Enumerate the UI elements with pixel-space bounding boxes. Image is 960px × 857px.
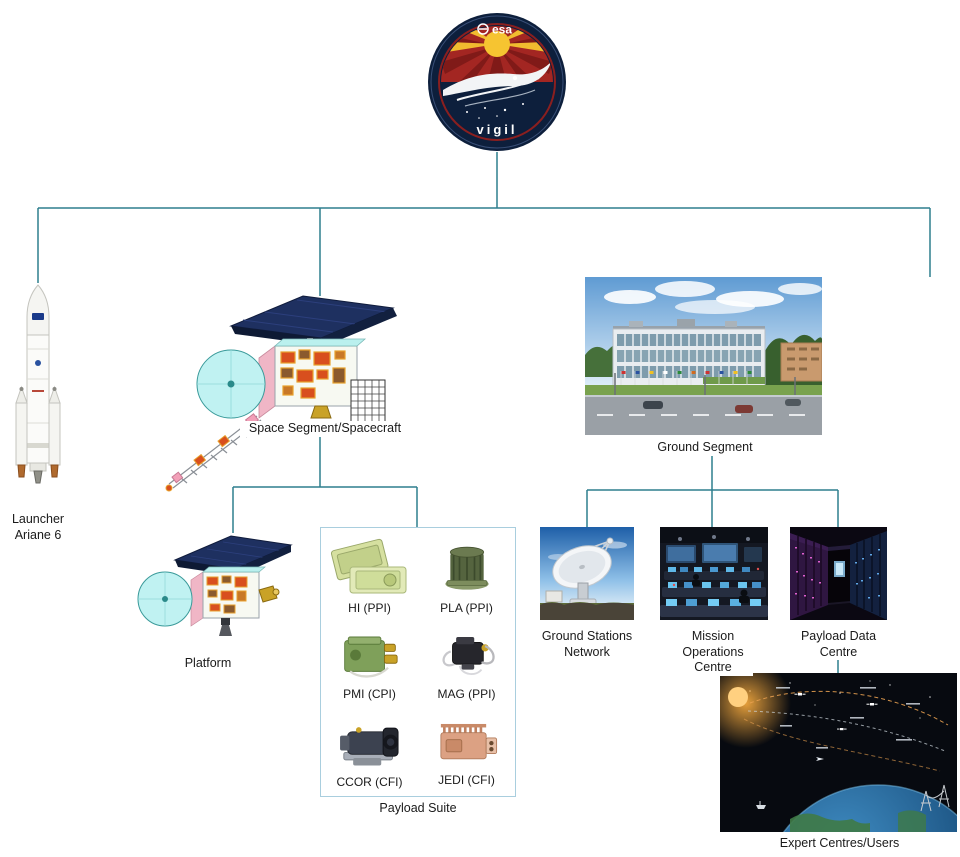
instrument-mag-image	[442, 637, 495, 675]
instrument-pla: PLA (PPI)	[418, 532, 515, 620]
airplane-icon	[816, 757, 824, 761]
ground-stations-photo	[540, 527, 634, 620]
mission-ops-label: Mission Operations Centre	[673, 629, 753, 676]
tiny-label-marks	[776, 687, 920, 749]
platform-label: Platform	[168, 656, 248, 672]
instrument-pla-label: PLA (PPI)	[440, 601, 493, 615]
launcher-label: Launcher Ariane 6	[0, 512, 76, 544]
ariane6-rocket-image	[10, 283, 66, 509]
satellite-icons	[794, 693, 878, 731]
dish-antenna-icon	[552, 545, 612, 589]
spacecraft-swoosh-icon	[443, 62, 551, 96]
ground-segment-label: Ground Segment	[650, 440, 760, 456]
esa-logo-text: esa	[492, 23, 512, 37]
flag-row-icon	[621, 371, 752, 374]
instrument-pla-image	[444, 546, 489, 590]
platform-image	[125, 528, 293, 654]
mission-ops-photo	[660, 527, 768, 620]
instrument-hi: HI (PPI)	[321, 532, 418, 620]
mission-name: vigil	[476, 122, 517, 137]
ground-stations-label: Ground Stations Network	[532, 629, 642, 661]
payload-data-photo	[790, 527, 887, 620]
instrument-hi-image	[330, 538, 406, 594]
sun-icon	[484, 31, 510, 57]
esa-logo: esa	[477, 23, 512, 37]
instrument-mag-label: MAG (PPI)	[437, 687, 496, 701]
instrument-pmi-image	[343, 636, 398, 678]
instrument-ccor-label: CCOR (CFI)	[336, 775, 403, 789]
stars-icon	[466, 103, 524, 119]
instrument-hi-label: HI (PPI)	[348, 601, 391, 615]
vigil-mission-badge: esa vigil	[427, 12, 567, 152]
space-segment-label: Space Segment/Spacecraft	[240, 421, 410, 437]
expert-centres-image	[701, 658, 960, 857]
payload-suite-label: Payload Suite	[356, 801, 480, 817]
payload-suite-box: HI (PPI) PLA (PPI) PMI (CPI)	[320, 527, 516, 797]
instrument-pmi-label: PMI (CPI)	[343, 687, 396, 701]
instrument-mag: MAG (PPI)	[418, 620, 515, 708]
spacecraft-image	[155, 288, 400, 500]
ground-segment-photo	[585, 277, 823, 435]
instrument-jedi-label: JEDI (CFI)	[438, 773, 495, 787]
instrument-ccor: CCOR (CFI)	[321, 708, 418, 796]
ship-icon	[756, 801, 766, 809]
instrument-jedi: JEDI (CFI)	[418, 708, 515, 796]
power-pylon-icons	[920, 784, 950, 812]
expert-centres-label: Expert Centres/Users	[762, 836, 917, 852]
payload-data-label: Payload Data Centre	[791, 629, 886, 661]
instrument-pmi: PMI (CPI)	[321, 620, 418, 708]
instrument-jedi-image	[439, 723, 497, 760]
instrument-ccor-image	[339, 727, 399, 766]
